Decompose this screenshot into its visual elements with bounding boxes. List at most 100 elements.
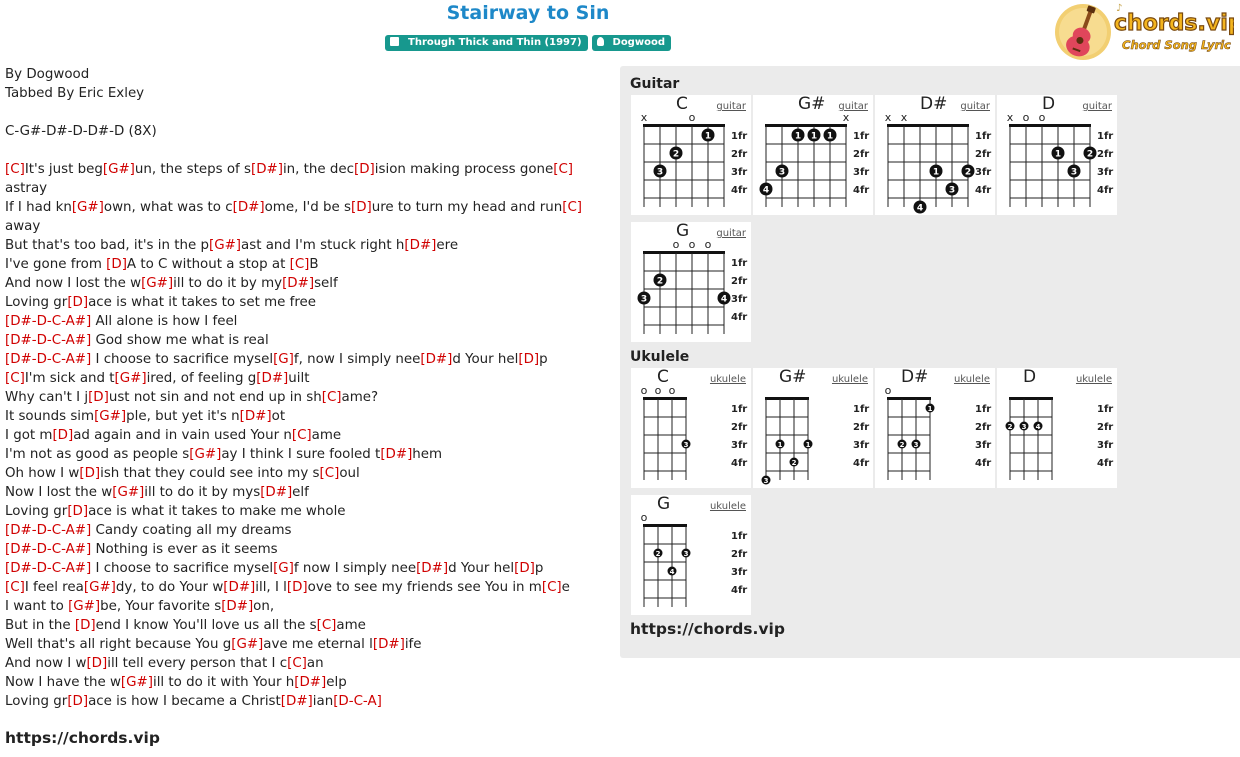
lyric-text: end I know You'll love us all the s bbox=[95, 618, 317, 633]
lyrics-site-url[interactable]: https://chords.vip bbox=[5, 729, 160, 747]
chord-link[interactable]: [G#] bbox=[83, 580, 116, 595]
chord-link[interactable]: [C] bbox=[316, 618, 337, 633]
chord-link[interactable]: [C] bbox=[553, 162, 574, 177]
chord-link[interactable]: [D#] bbox=[404, 238, 437, 253]
chord-instrument-link[interactable]: guitar bbox=[1082, 101, 1112, 112]
chord-instrument-link[interactable]: ukulele bbox=[1075, 374, 1112, 385]
song-badges: Through Thick and Thin (1997)Dogwood bbox=[0, 35, 1056, 51]
lyric-text: elf bbox=[292, 485, 309, 500]
chord-link[interactable]: [D#-D-C-A#] bbox=[5, 314, 92, 329]
chord-link[interactable]: [C] bbox=[287, 656, 307, 671]
chord-link[interactable]: [D#-D-C-A#] bbox=[5, 352, 92, 367]
panel-site-url[interactable]: https://chords.vip bbox=[630, 620, 785, 638]
chord-link[interactable]: [G#] bbox=[208, 238, 242, 253]
chord-link[interactable]: [C] bbox=[5, 162, 25, 177]
chord-link[interactable]: [D#-D-C-A#] bbox=[5, 333, 92, 348]
lyric-text: I got m bbox=[5, 428, 53, 443]
chord-link[interactable]: [G#] bbox=[94, 409, 127, 424]
chord-instrument-link[interactable]: guitar bbox=[838, 101, 868, 112]
chord-instrument-link[interactable]: ukulele bbox=[953, 374, 990, 385]
chord-instrument-link[interactable]: ukulele bbox=[831, 374, 868, 385]
chord-link[interactable]: [D#] bbox=[294, 675, 327, 690]
chord-link[interactable]: [G#] bbox=[141, 276, 174, 291]
fret-label: 4fr bbox=[1097, 185, 1113, 196]
chord-link[interactable]: [D] bbox=[67, 295, 89, 310]
chord-link[interactable]: [G] bbox=[273, 561, 294, 576]
chord-link[interactable]: [D#] bbox=[280, 694, 313, 709]
chord-link[interactable]: [C] bbox=[319, 466, 340, 481]
lyric-text: p bbox=[534, 561, 544, 576]
chord-instrument-link[interactable]: guitar bbox=[716, 228, 746, 239]
chord-link[interactable]: [D] bbox=[74, 618, 96, 633]
chord-link[interactable]: [D] bbox=[514, 561, 535, 576]
site-logo[interactable]: ♪ chords.vip Chord Song Lyric bbox=[1054, 3, 1240, 61]
chord-link[interactable]: [G#] bbox=[120, 675, 153, 690]
chord-link[interactable]: [D] bbox=[52, 428, 74, 443]
chord-link[interactable]: [C] bbox=[5, 580, 25, 595]
lyric-text: I choose to sacrifice mysel bbox=[91, 561, 274, 576]
chord-link[interactable]: [D] bbox=[67, 694, 89, 709]
chord-link[interactable]: [C] bbox=[291, 428, 312, 443]
chord-link[interactable]: [C] bbox=[321, 390, 342, 405]
chord-link[interactable]: [C] bbox=[541, 580, 562, 595]
chord-link[interactable]: [D#] bbox=[416, 561, 449, 576]
chord-link[interactable]: [D#-D-C-A#] bbox=[5, 561, 92, 576]
lyric-text: ill to do it by mys bbox=[144, 485, 261, 500]
chord-link[interactable]: [D#] bbox=[282, 276, 315, 291]
chord-link[interactable]: [C] bbox=[562, 200, 583, 215]
chord-link[interactable]: [D#-D-C-A#] bbox=[5, 542, 92, 557]
chord-link[interactable]: [G#] bbox=[71, 200, 104, 215]
chord-instrument-link[interactable]: guitar bbox=[716, 101, 746, 112]
chord-link[interactable]: [G#] bbox=[231, 637, 264, 652]
lyric-text: oul bbox=[339, 466, 360, 481]
chord-link[interactable]: [G#] bbox=[114, 371, 147, 386]
chord-link[interactable]: [D#] bbox=[256, 371, 289, 386]
chord-link[interactable]: [G] bbox=[273, 352, 294, 367]
chord-link[interactable]: [G#] bbox=[112, 485, 145, 500]
chord-instrument-link[interactable]: guitar bbox=[960, 101, 990, 112]
chord-link[interactable]: [D#] bbox=[221, 599, 254, 614]
fret-label: 1fr bbox=[731, 131, 747, 142]
chord-link[interactable]: [D] bbox=[86, 656, 108, 671]
chord-link[interactable]: [D#] bbox=[232, 200, 265, 215]
chord-link[interactable]: [C] bbox=[5, 371, 25, 386]
chord-link[interactable]: [D#] bbox=[420, 352, 453, 367]
chord-link[interactable]: [G#] bbox=[189, 447, 222, 462]
chord-link[interactable]: [D] bbox=[354, 162, 375, 177]
chord-link[interactable]: [G#] bbox=[102, 162, 135, 177]
chord-link[interactable]: [D#] bbox=[239, 409, 272, 424]
artist-badge[interactable]: Dogwood bbox=[591, 35, 671, 51]
chord-link[interactable]: [D] bbox=[286, 580, 308, 595]
chord-link[interactable]: [D#] bbox=[372, 637, 405, 652]
chord-instrument-link[interactable]: ukulele bbox=[709, 374, 746, 385]
chord-link[interactable]: [G#] bbox=[68, 599, 101, 614]
chord-instrument-link[interactable]: ukulele bbox=[709, 501, 746, 512]
chord-link[interactable]: [D] bbox=[106, 257, 127, 272]
chord-link[interactable]: [D#-D-C-A#] bbox=[5, 523, 92, 538]
chord-link[interactable]: [D] bbox=[79, 466, 101, 481]
chord-link[interactable]: [C] bbox=[289, 257, 310, 272]
chord-link[interactable]: [D#] bbox=[380, 447, 413, 462]
chord-link[interactable]: [D-C-A] bbox=[333, 694, 382, 709]
lyric-text: astray bbox=[5, 181, 48, 196]
chord-link[interactable]: [D#] bbox=[250, 162, 283, 177]
album-badge[interactable]: Through Thick and Thin (1997) bbox=[385, 35, 588, 51]
chord-link[interactable]: [D] bbox=[67, 504, 89, 519]
chord-link[interactable]: [D#] bbox=[260, 485, 293, 500]
chord-link[interactable]: [D] bbox=[350, 200, 372, 215]
chord-link[interactable]: [D] bbox=[518, 352, 540, 367]
muted-string-marker: x bbox=[1007, 111, 1014, 124]
chord-link[interactable]: [D#] bbox=[223, 580, 256, 595]
chord-link[interactable]: [D] bbox=[88, 390, 109, 405]
